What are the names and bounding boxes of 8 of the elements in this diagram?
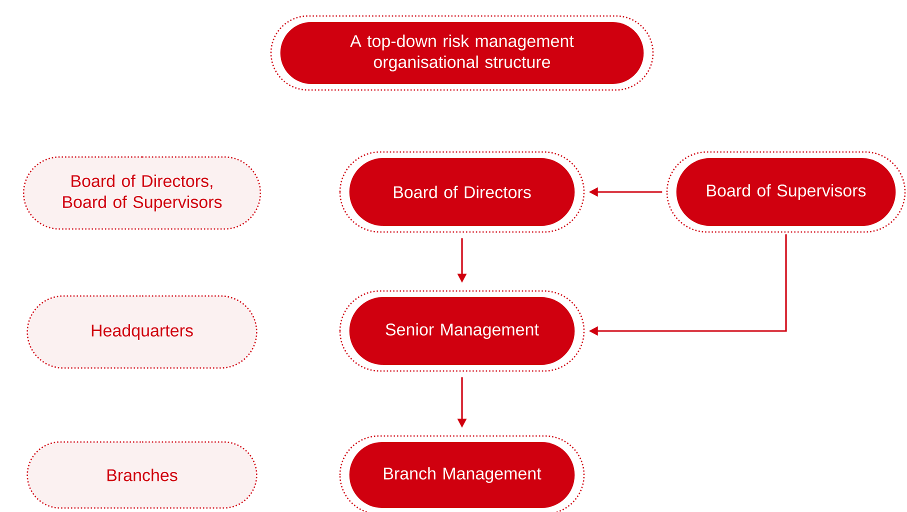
process-pill: Senior Management <box>339 290 585 372</box>
process-pill: A top-down risk management organisational structure <box>270 15 654 91</box>
level-pill: Branches <box>26 441 258 509</box>
level-pill: Board of Directors, Board of Supervisors <box>22 156 262 230</box>
process-pill: Branch Management <box>339 435 585 512</box>
process-pill: Board of Supervisors <box>666 151 906 233</box>
process-pill: Board of Directors <box>339 151 585 233</box>
level-pill: Headquarters <box>26 295 258 369</box>
